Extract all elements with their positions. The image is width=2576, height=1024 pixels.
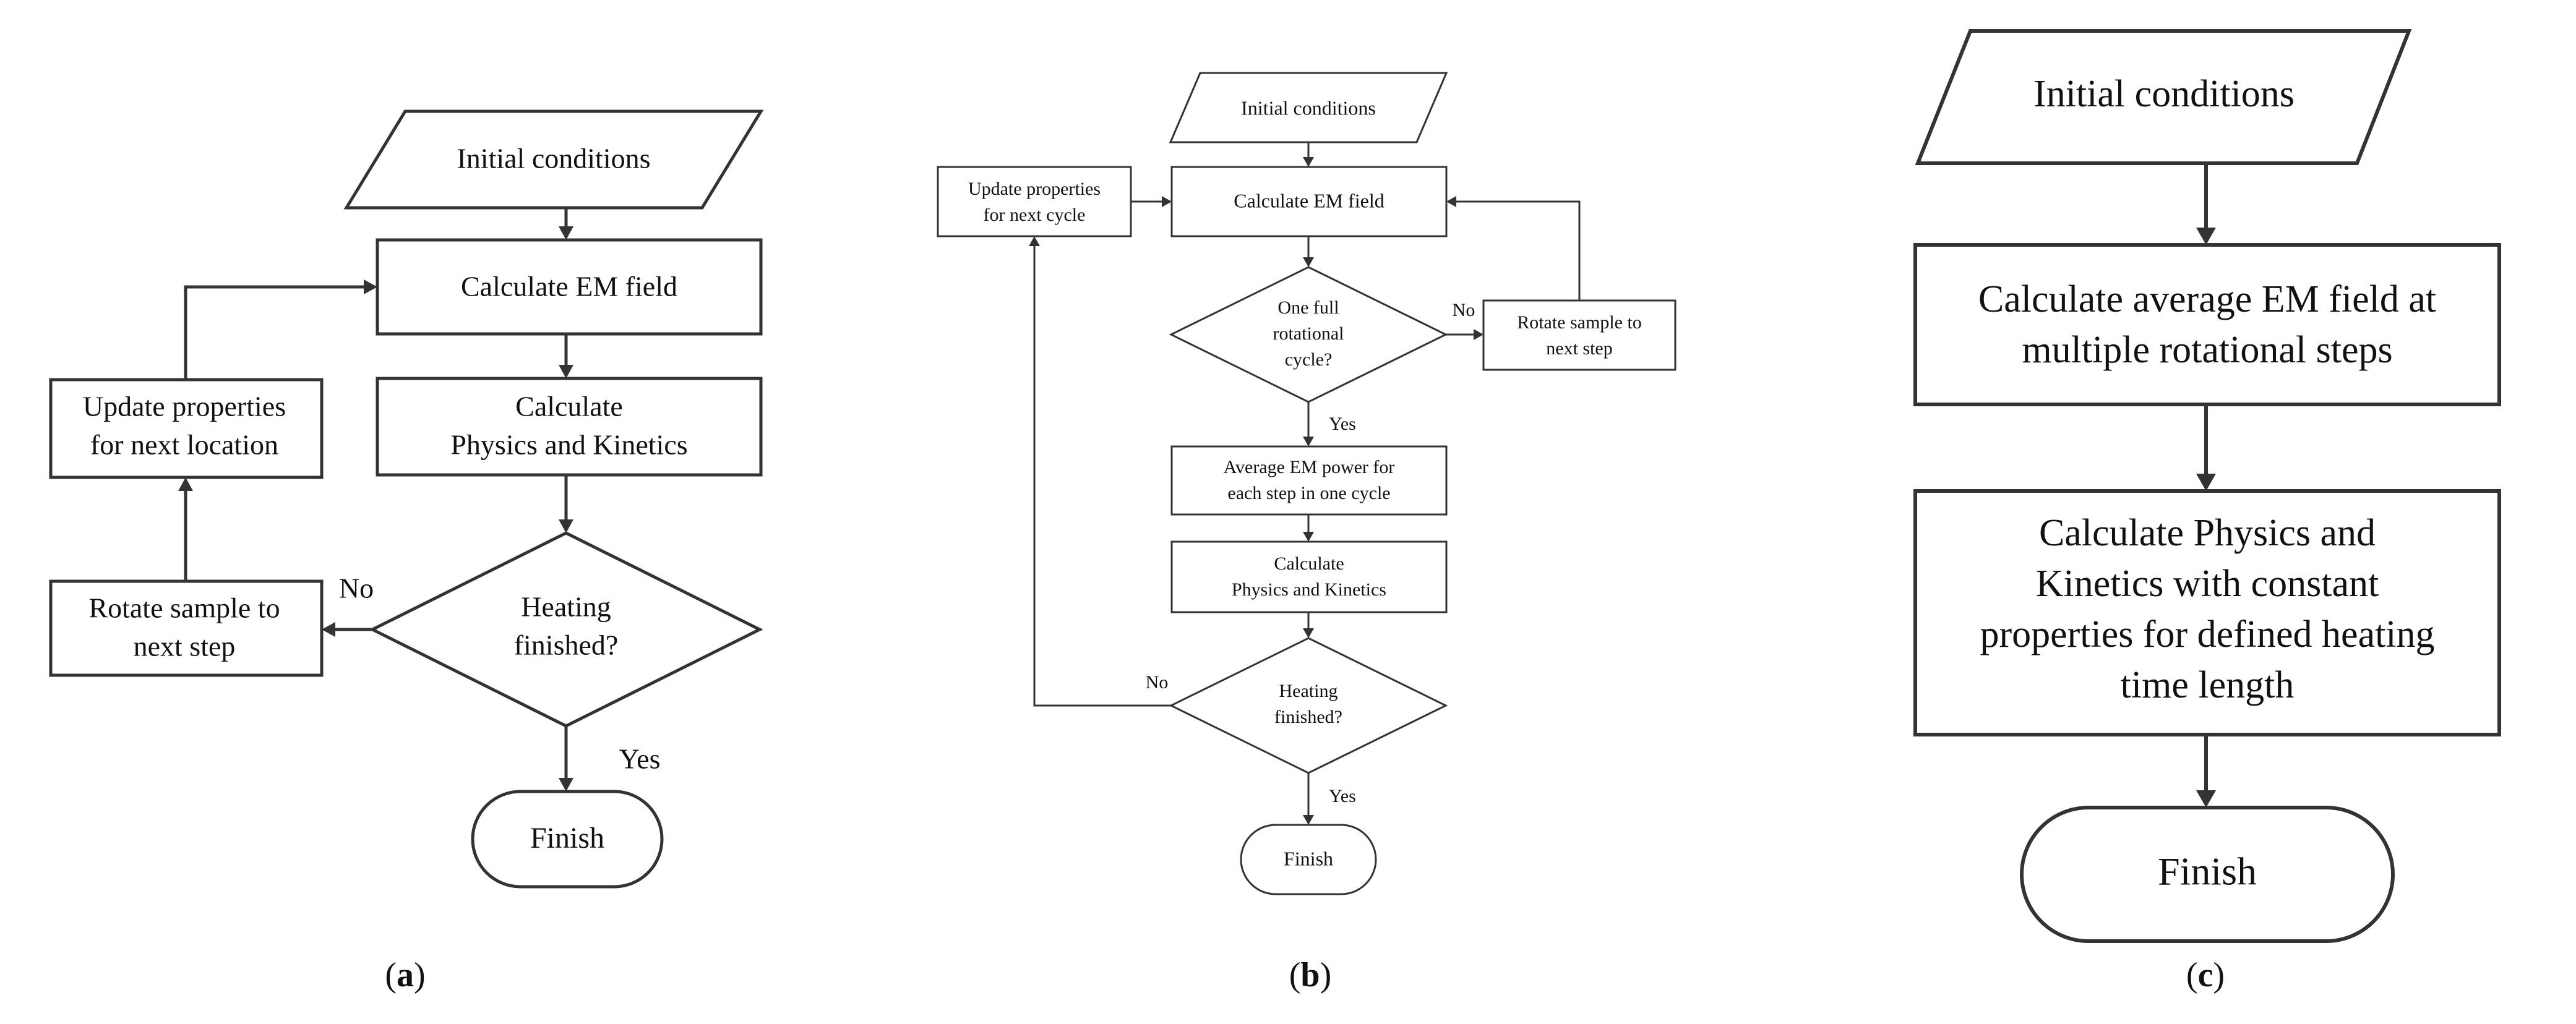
c-calculate-average-em-label-2: multiple rotational steps	[2022, 329, 2392, 371]
c-calculate-average-em-label-1: Calculate average EM field at	[1978, 278, 2436, 320]
b-finish-label: Finish	[1284, 847, 1333, 869]
b-yes-label-cycle: Yes	[1329, 414, 1356, 434]
b-rotational-cycle-label-2: rotational	[1273, 323, 1344, 344]
a-no-label: No	[339, 573, 374, 604]
a-arrow-update-to-em	[184, 285, 366, 380]
b-calculate-physics-label-1: Calculate	[1274, 553, 1344, 574]
c-initial-conditions-node	[1915, 29, 2412, 165]
b-calculate-em-field-label: Calculate EM field	[1234, 189, 1384, 211]
b-arrowhead	[1446, 196, 1456, 207]
c-calculate-physics-label-4: time length	[2121, 664, 2295, 706]
c-calculate-physics-label-2: Kinetics with constant	[2036, 563, 2379, 605]
b-rotational-cycle-label-3: cycle?	[1285, 349, 1333, 370]
b-average-em-power-label-2: each step in one cycle	[1227, 483, 1390, 503]
b-arrowhead	[1303, 532, 1314, 542]
c-calculate-physics-node	[1913, 489, 2501, 736]
a-rotate-sample-label-1: Rotate sample to	[88, 592, 280, 624]
a-update-properties-label-1: Update properties	[83, 391, 286, 422]
caption-b: (b)	[1289, 956, 1331, 994]
flowchart-a: Initial conditions Calculate EM field Ca…	[49, 109, 764, 889]
b-rotate-sample-label-2: next step	[1546, 338, 1612, 359]
caption-a-letter: a	[397, 956, 414, 994]
b-rotate-sample-node	[1482, 299, 1677, 371]
b-arrow-decision-to-update	[1033, 244, 1171, 707]
c-calculate-physics-label-3: properties for defined heating	[1980, 613, 2434, 655]
c-arrowhead	[2196, 228, 2216, 245]
a-arrowhead	[559, 365, 573, 378]
b-heating-finished-decision	[1169, 637, 1448, 774]
a-arrowhead	[364, 279, 377, 294]
a-update-properties-node	[49, 378, 324, 479]
flowchart-c: Initial conditions Calculate average EM …	[1913, 29, 2501, 943]
caption-c: (c)	[2186, 956, 2225, 994]
b-rotate-sample-label-1: Rotate sample to	[1517, 312, 1642, 333]
b-arrow-rotate-to-em	[1454, 200, 1581, 301]
a-arrowhead	[559, 519, 573, 533]
c-calculate-physics-label-1: Calculate Physics and	[2039, 512, 2376, 554]
c-finish-node	[2020, 806, 2395, 943]
c-calculate-average-em-node	[1913, 243, 2501, 406]
a-initial-conditions-node	[343, 109, 764, 210]
a-arrowhead	[178, 477, 193, 491]
a-calculate-physics-node	[376, 377, 763, 477]
b-heating-finished-label-1: Heating	[1279, 681, 1338, 701]
a-heating-finished-label-2: finished?	[514, 629, 619, 661]
a-arrowhead	[322, 622, 335, 637]
c-arrowhead	[2196, 474, 2216, 491]
b-arrowhead	[1303, 157, 1314, 167]
a-calculate-em-field-label: Calculate EM field	[461, 271, 677, 302]
b-arrowhead	[1303, 815, 1314, 825]
b-heating-finished-label-2: finished?	[1274, 707, 1342, 727]
b-finish-node	[1240, 824, 1377, 895]
b-rotational-cycle-label-1: One full	[1277, 297, 1339, 318]
b-arrowhead	[1303, 628, 1314, 638]
caption-c-letter: c	[2198, 956, 2213, 994]
a-rotate-sample-label-2: next step	[134, 631, 236, 662]
b-update-properties-label-1: Update properties	[968, 179, 1101, 199]
b-arrowhead	[1162, 196, 1172, 207]
flowchart-b: Initial conditions Calculate EM field Up…	[937, 72, 1677, 895]
b-no-label-heating: No	[1146, 672, 1169, 693]
b-arrowhead	[1303, 257, 1314, 267]
a-finish-node	[471, 790, 664, 889]
b-average-em-power-label-1: Average EM power for	[1224, 457, 1395, 477]
a-arrowhead	[559, 778, 573, 791]
c-initial-conditions-label: Initial conditions	[2033, 73, 2295, 115]
caption-a: (a)	[385, 956, 425, 994]
b-initial-conditions-label: Initial conditions	[1241, 96, 1376, 119]
a-initial-conditions-label: Initial conditions	[457, 143, 650, 174]
b-update-properties-label-2: for next cycle	[984, 205, 1086, 225]
b-initial-conditions-node	[1169, 72, 1448, 143]
a-yes-label: Yes	[619, 743, 661, 775]
c-arrowhead	[2196, 790, 2216, 808]
a-update-properties-label-2: for next location	[90, 429, 278, 461]
caption-b-letter: b	[1300, 956, 1320, 994]
a-arrowhead	[559, 226, 573, 240]
b-arrowhead	[1474, 329, 1483, 340]
b-yes-label-heating: Yes	[1329, 786, 1356, 806]
a-calculate-em-field-node	[376, 238, 763, 336]
b-update-properties-node	[937, 166, 1132, 237]
b-calculate-physics-label-2: Physics and Kinetics	[1232, 579, 1386, 600]
b-arrowhead	[1303, 437, 1314, 446]
b-calculate-physics-node	[1170, 540, 1448, 613]
c-finish-label: Finish	[2158, 850, 2257, 894]
a-calculate-physics-label-2: Physics and Kinetics	[450, 429, 687, 461]
b-no-label-cycle: No	[1453, 300, 1475, 320]
b-arrowhead	[1029, 236, 1040, 246]
a-calculate-physics-label-1: Calculate	[515, 391, 623, 422]
a-heating-finished-label-1: Heating	[521, 591, 611, 623]
a-finish-label: Finish	[530, 822, 604, 855]
